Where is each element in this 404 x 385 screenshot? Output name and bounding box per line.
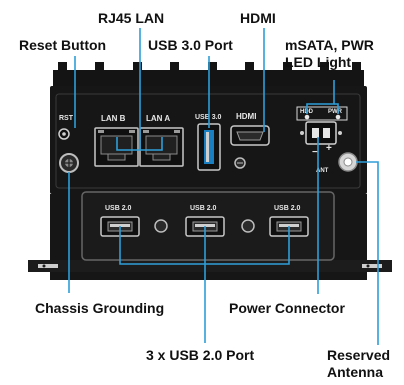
usb20-label-1: USB 2.0 <box>105 205 132 212</box>
callout-antenna-line2: Antenna <box>327 364 383 380</box>
leader-rj45 <box>116 28 141 151</box>
lan-a-label: LAN A <box>146 114 170 123</box>
callout-msata-line1: mSATA, PWR <box>285 37 374 53</box>
callout-reset-button: Reset Button <box>19 37 107 53</box>
callout-chassis-grounding: Chassis Grounding <box>35 300 165 316</box>
leader-led <box>306 80 335 114</box>
callout-antenna-line1: Reserved <box>327 347 391 363</box>
power-plus-label: + <box>326 143 332 154</box>
usb20-label-2: USB 2.0 <box>190 205 217 212</box>
power-minus-label: − <box>312 147 318 158</box>
led-panel <box>296 106 348 121</box>
usb20-label-3: USB 2.0 <box>274 205 301 212</box>
leader-antenna <box>356 161 379 345</box>
callout-usb30-port: USB 3.0 Port <box>148 37 233 53</box>
pwr-label: PWR <box>328 109 343 115</box>
mounting-flange <box>28 260 392 272</box>
usb30-port[interactable] <box>197 123 221 171</box>
grounding-screw[interactable] <box>59 153 79 173</box>
reset-button[interactable] <box>58 128 70 140</box>
callout-rj45-lan: RJ45 LAN <box>98 10 165 26</box>
ant-label: ANT <box>316 168 329 174</box>
rst-label: RST <box>59 115 74 122</box>
callout-hdmi: HDMI <box>240 10 276 26</box>
callout-msata-line2: LED Light <box>285 54 352 70</box>
power-connector[interactable] <box>300 121 342 145</box>
antenna-connector[interactable] <box>338 152 358 172</box>
hdmi-port[interactable] <box>230 125 270 146</box>
hdmi-label: HDMI <box>236 112 256 121</box>
callout-usb20-port: 3 x USB 2.0 Port <box>146 347 255 363</box>
callout-power-connector: Power Connector <box>229 300 345 316</box>
leader-lines <box>68 28 379 345</box>
lan-b-label: LAN B <box>101 114 126 123</box>
